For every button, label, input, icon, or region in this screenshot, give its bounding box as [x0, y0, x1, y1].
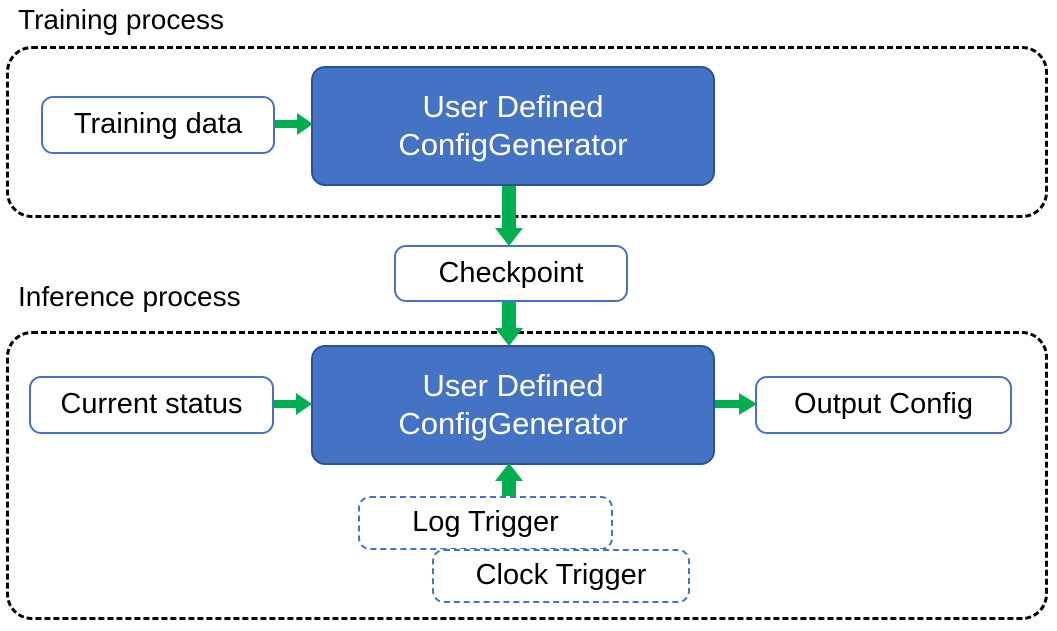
- training-process-container: [6, 46, 1048, 218]
- training-process-label: Training process: [18, 4, 224, 35]
- node-udcg-inference-line1: User Defined: [422, 368, 604, 404]
- node-log-trigger-label: Log Trigger: [412, 506, 559, 539]
- node-checkpoint[interactable]: Checkpoint: [394, 245, 628, 302]
- node-user-defined-config-generator-training[interactable]: User Defined ConfigGenerator: [311, 66, 715, 186]
- inference-process-container: [6, 331, 1048, 620]
- node-clock-trigger[interactable]: Clock Trigger: [432, 549, 690, 603]
- node-log-trigger[interactable]: Log Trigger: [358, 496, 613, 550]
- node-checkpoint-label: Checkpoint: [438, 256, 584, 289]
- node-udcg-training-line1: User Defined: [422, 89, 604, 125]
- node-user-defined-config-generator-inference[interactable]: User Defined ConfigGenerator: [311, 345, 715, 465]
- node-output-config[interactable]: Output Config: [755, 376, 1012, 434]
- node-current-status[interactable]: Current status: [29, 376, 274, 434]
- node-current-status-label: Current status: [60, 388, 243, 421]
- inference-process-label: Inference process: [18, 281, 241, 312]
- node-udcg-inference-line2: ConfigGenerator: [398, 406, 628, 441]
- node-training-data[interactable]: Training data: [41, 96, 275, 154]
- node-output-config-label: Output Config: [794, 388, 973, 421]
- node-udcg-training-line2: ConfigGenerator: [398, 127, 628, 162]
- node-training-data-label: Training data: [73, 108, 243, 141]
- node-clock-trigger-label: Clock Trigger: [475, 559, 647, 592]
